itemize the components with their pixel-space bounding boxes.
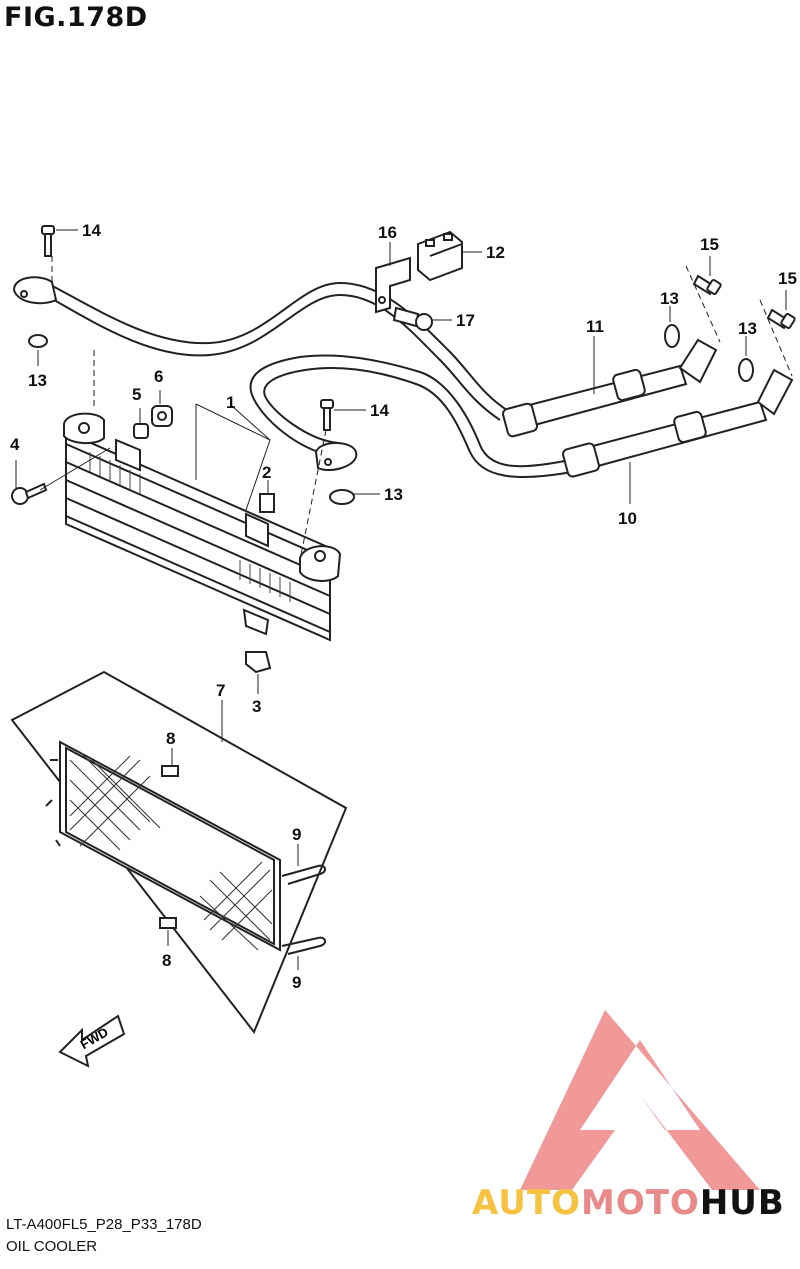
fwd-arrow: FWD: [58, 1014, 126, 1068]
callout-6: 6: [154, 367, 163, 386]
bolt-15-b: [766, 308, 796, 330]
grommet-6: [151, 405, 173, 427]
pipe-flange-left: [12, 276, 58, 305]
callout-16: 16: [378, 223, 397, 242]
callout-13c: 13: [660, 289, 679, 308]
callout-13a: 13: [28, 371, 47, 390]
bolt-14-right: [320, 399, 334, 431]
lower-oil-pipe: [249, 354, 573, 478]
bolt-17: [392, 306, 433, 331]
oil-hose-10: [562, 368, 794, 478]
figure-code: LT-A400FL5_P28_P33_178D: [6, 1216, 202, 1233]
cooler-bracket-1: [115, 438, 270, 636]
oil-cooler-core: [65, 430, 331, 642]
callout-12: 12: [486, 243, 505, 262]
cooler-left-flange: [63, 412, 105, 444]
watermark-auto: AUTO: [472, 1183, 581, 1223]
callout-3: 3: [252, 697, 261, 716]
oil-hose-11: [502, 338, 718, 438]
callout-8b: 8: [162, 951, 171, 970]
cooler-right-flange: [299, 545, 342, 582]
leader-lines: [15, 229, 793, 970]
bolt-15-a: [692, 274, 722, 296]
callout-1: 1: [226, 393, 235, 412]
callout-2: 2: [262, 463, 271, 482]
collar-5: [133, 423, 149, 439]
watermark-moto: MOTO: [581, 1183, 700, 1223]
callout-9b: 9: [292, 973, 301, 992]
o-ring-13-left: [28, 334, 48, 348]
callout-14a: 14: [82, 221, 101, 240]
clip-8-upper: [161, 765, 179, 777]
callout-13b: 13: [384, 485, 403, 504]
callout-4: 4: [10, 435, 20, 454]
cooler-fins: [89, 452, 291, 602]
clip-8-lower: [159, 917, 177, 929]
bolt-4: [11, 482, 48, 505]
watermark-text: AUTOMOTOHUB: [472, 1183, 785, 1223]
callout-8a: 8: [166, 729, 175, 748]
o-ring-13-center: [329, 489, 355, 505]
callout-17: 17: [456, 311, 475, 330]
o-ring-13-hose11: [664, 324, 680, 348]
callout-14b: 14: [370, 401, 389, 420]
o-ring-13-hose10: [738, 358, 754, 382]
pipe-flange-right: [314, 442, 358, 471]
clip-3: [245, 651, 272, 674]
callout-11: 11: [586, 317, 604, 336]
bolt-14-left: [41, 225, 55, 257]
callout-10: 10: [618, 509, 637, 528]
callout-15b: 15: [778, 269, 797, 288]
callouts: 14 14 13 13 13 13 1 2 3 4 5 6 7 8 8 9 9 …: [10, 221, 797, 992]
figure-title: FIG.178D: [4, 2, 148, 33]
guard-mesh: [69, 751, 273, 951]
cushion-12: [417, 230, 463, 282]
callout-13d: 13: [738, 319, 757, 338]
callout-15a: 15: [700, 235, 719, 254]
nut-2: [259, 493, 275, 513]
callout-9a: 9: [292, 825, 301, 844]
watermark-hub: HUB: [700, 1183, 785, 1223]
logo-mark: [520, 1010, 760, 1190]
upper-oil-pipe: [39, 281, 511, 421]
callout-7: 7: [216, 681, 225, 700]
callout-5: 5: [132, 385, 141, 404]
bracket-16: [375, 256, 411, 314]
bracket-9-lower: [281, 936, 326, 955]
bracket-9-upper: [281, 864, 326, 885]
figure-name: OIL COOLER: [6, 1238, 98, 1255]
watermark-logo: [520, 1010, 760, 1190]
